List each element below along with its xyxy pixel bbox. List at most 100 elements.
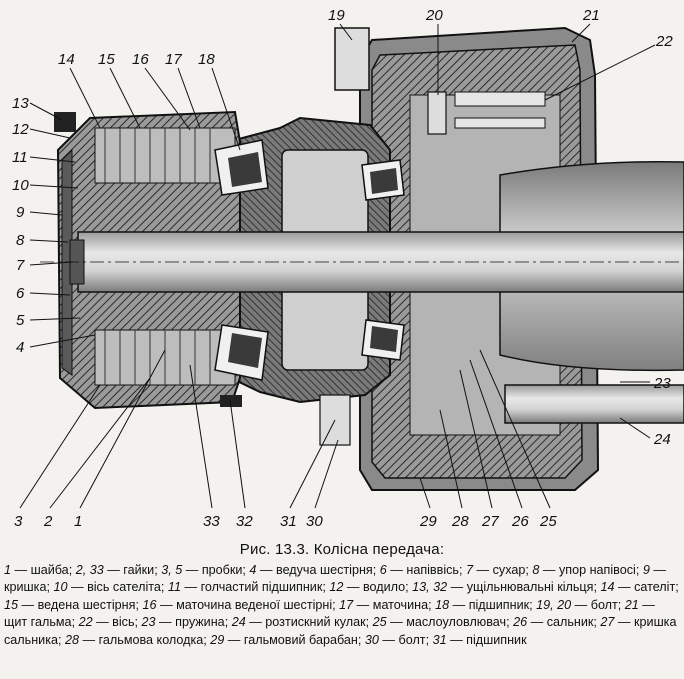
legend-item: 28 — гальмова колодка; (65, 632, 211, 647)
callout-20: 20 (425, 7, 443, 24)
legend-item: 25 — маслоуловлювач; (372, 615, 514, 630)
legend-item: 18 — підшипник; (435, 597, 537, 612)
legend-item-text: розтискний кулак (265, 615, 366, 630)
legend-item: 17 — маточина; (339, 597, 436, 612)
legend-item-text: вісь сателіта (87, 580, 161, 595)
legend-item-text: кришка сальника (4, 615, 677, 647)
legend-item: 15 — ведена шестірня; (4, 597, 143, 612)
seal-ring-bottom (220, 395, 242, 407)
legend-item: 3, 5 — пробки; (161, 562, 250, 577)
legend-item-text: сателіт (634, 580, 676, 595)
brake-cam-shaft (504, 384, 684, 424)
legend-item: 29 — гальмовий барабан; (210, 632, 365, 647)
callout-33: 33 (203, 513, 220, 530)
legend-item: 4 — ведуча шестірня; (249, 562, 380, 577)
legend-item-number: 6 (379, 562, 387, 577)
legend-item-text: водило (362, 580, 406, 595)
legend-item-number: 13, 32 (412, 580, 448, 595)
callout-19: 19 (328, 7, 345, 24)
legend-item: 31 — підшипник (432, 632, 527, 647)
legend-item-text: щит гальма (4, 615, 72, 630)
figure-legend: 1 — шайба; 2, 33 — гайки; 3, 5 — пробки;… (4, 562, 680, 650)
callout-10: 10 (12, 177, 29, 194)
legend-item-text: голчастий підшипник (200, 580, 323, 595)
legend-item-number: 21 (624, 597, 639, 612)
callout-18: 18 (198, 51, 215, 68)
legend-item: 1 — шайба; (4, 562, 76, 577)
callout-24: 24 (653, 431, 671, 448)
callout-7: 7 (16, 257, 25, 274)
legend-item-number: 4 (249, 562, 257, 577)
legend-item-text: підшипник (468, 597, 530, 612)
figure-title: Рис. 13.3. Колісна передача: (239, 541, 445, 558)
legend-item-number: 7 (465, 562, 473, 577)
legend-item-text: гайки (123, 562, 155, 577)
legend-item-number: 16 (142, 597, 157, 612)
legend-item-number: 22 (78, 615, 93, 630)
legend-item: 23 — пружина; (141, 615, 232, 630)
legend-item: 22 — вісь; (78, 615, 142, 630)
legend-item-text: вісь (112, 615, 135, 630)
callout-29: 29 (419, 513, 437, 530)
legend-item-text: гальмова колодка (98, 632, 204, 647)
legend-item-text: ведуча шестірня (276, 562, 373, 577)
legend-item: 12 — водило; (329, 580, 413, 595)
legend-item-number: 10 (53, 580, 68, 595)
legend-item: 21 — щит гальма; (4, 597, 655, 630)
callout-11: 11 (12, 149, 28, 166)
legend-item-number: 28 (65, 632, 80, 647)
legend-item: 6 — напіввісь; (379, 562, 466, 577)
legend-item: 13, 32 — ущільнювальні кільця; (412, 580, 601, 595)
callout-21: 21 (582, 7, 600, 24)
legend-item: 8 — упор напівосі; (532, 562, 643, 577)
callout-22: 22 (655, 33, 673, 50)
callout-27: 27 (481, 513, 499, 530)
callout-4: 4 (16, 339, 24, 356)
callout-16: 16 (132, 51, 149, 68)
legend-item-number: 2, 33 (75, 562, 104, 577)
legend-item: 11 — голчастий підшипник; (167, 580, 330, 595)
legend-item-number: 29 (210, 632, 225, 647)
legend-item-text: напіввісь (406, 562, 459, 577)
gear-teeth (104, 128, 211, 385)
legend-item-text: маточина (372, 597, 429, 612)
legend-item-text: ведена шестірня (37, 597, 136, 612)
legend-item-text: сальник (546, 615, 594, 630)
legend-item-text: гальмовий барабан (243, 632, 358, 647)
leader-lines (19, 23, 656, 509)
legend-item-number: 15 (4, 597, 19, 612)
legend-item: 2, 33 — гайки; (75, 562, 162, 577)
legend-item-number: 11 (167, 580, 181, 595)
legend-item-text: упор напівосі (558, 562, 636, 577)
callout-2: 2 (43, 513, 53, 530)
callout-6: 6 (16, 285, 25, 302)
legend-item-text: кришка (4, 580, 47, 595)
legend-item: 26 — сальник; (513, 615, 601, 630)
legend-item-text: маточина веденої шестірні (176, 597, 333, 612)
legend-item-number: 3, 5 (161, 562, 183, 577)
legend-item-number: 9 (642, 562, 650, 577)
legend-item-number: 26 (513, 615, 528, 630)
tapered-bearings (214, 139, 405, 381)
legend-item-text: маслоуловлювач (406, 615, 507, 630)
callout-31: 31 (280, 513, 297, 530)
legend-item-number: 25 (372, 615, 387, 630)
callout-30: 30 (306, 513, 323, 530)
legend-item-number: 23 (141, 615, 156, 630)
legend-item: 24 — розтискний кулак; (231, 615, 373, 630)
legend-item: 19, 20 — болт; (536, 597, 625, 612)
legend-item: 9 — кришка; (4, 562, 666, 595)
legend-item-number: 12 (329, 580, 344, 595)
callout-28: 28 (451, 513, 469, 530)
bolts (319, 27, 546, 446)
legend-item-number: 30 (364, 632, 379, 647)
callout-1: 1 (74, 513, 82, 530)
callout-numbers: 13 12 11 10 9 8 7 6 5 4 14 15 16 17 18 1… (12, 7, 673, 530)
legend-item-number: 17 (339, 597, 354, 612)
legend-item-text: болт (398, 632, 426, 647)
callout-9: 9 (16, 204, 25, 221)
legend-item-text: ущільнювальні кільця (466, 580, 594, 595)
callout-32: 32 (236, 513, 253, 530)
legend-item-number: 24 (231, 615, 246, 630)
legend-item: 10 — вісь сателіта; (53, 580, 168, 595)
